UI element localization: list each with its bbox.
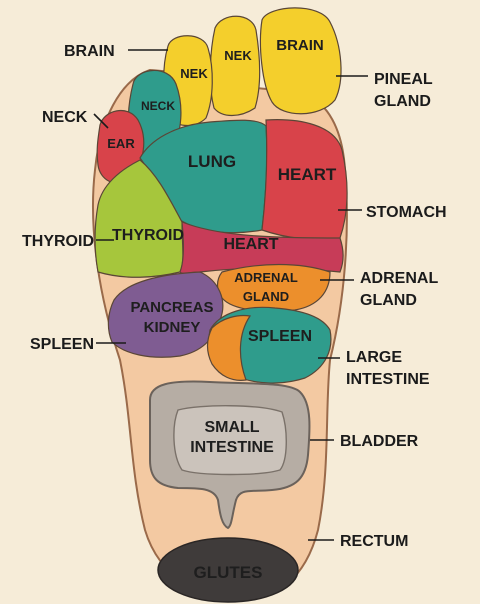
lung-label: LUNG [188, 152, 236, 171]
fourth-toe-label: NECK [141, 99, 175, 113]
spleen-callout-label: SPLEEN [30, 336, 94, 353]
small-intestine-line2: INTESTINE [190, 439, 274, 456]
glutes-zone[interactable] [157, 537, 299, 603]
big-toe-zone[interactable] [259, 7, 342, 115]
large-intestine-callout-line2: INTESTINE [346, 371, 430, 388]
neck-callout-label: NECK [42, 109, 88, 126]
adrenal-inner-line2: GLAND [243, 289, 289, 304]
third-toe-label: NEK [180, 66, 208, 81]
ear-label: EAR [107, 136, 135, 151]
orange-lower-zone[interactable] [206, 314, 252, 381]
bladder-callout-label: BLADDER [340, 433, 419, 450]
pancreas-line2: KIDNEY [144, 319, 201, 336]
heart-band-label: HEART [223, 236, 278, 253]
rectum-callout-label: RECTUM [340, 533, 408, 550]
brain-callout-label: BRAIN [64, 43, 115, 60]
pineal-callout-line2: GLAND [374, 93, 431, 110]
large-intestine-callout-line1: LARGE [346, 349, 402, 366]
second-toe-zone[interactable] [209, 15, 261, 117]
big-toe-label: BRAIN [276, 37, 324, 54]
adrenal-callout-line1: ADRENAL [360, 270, 438, 287]
pineal-callout-line1: PINEAL [374, 71, 433, 88]
adrenal-inner-line1: ADRENAL [234, 270, 298, 285]
glutes-label: GLUTES [194, 563, 263, 582]
small-intestine-core[interactable] [173, 405, 287, 476]
adrenal-callout-line2: GLAND [360, 292, 417, 309]
spleen-inner-label: SPLEEN [248, 328, 312, 345]
heart-upper-label: HEART [278, 165, 337, 184]
thyroid-callout-label: THYROID [22, 233, 94, 250]
pancreas-line1: PANCREAS [130, 299, 213, 316]
small-intestine-line1: SMALL [204, 419, 259, 436]
stomach-callout-label: STOMACH [366, 204, 447, 221]
thyroid-inner-label: THYROID [112, 227, 184, 244]
neck-leader-line [93, 113, 109, 129]
second-toe-label: NEK [224, 48, 252, 63]
